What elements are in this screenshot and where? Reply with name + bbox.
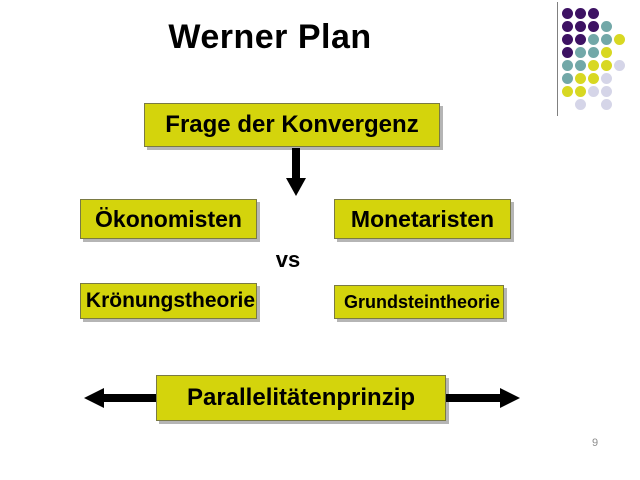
decoration-dot	[575, 21, 586, 32]
decoration-dot	[575, 47, 586, 58]
decoration-dot	[562, 21, 573, 32]
decoration-dot	[601, 34, 612, 45]
decoration-dot	[575, 8, 586, 19]
decoration-dot	[601, 73, 612, 84]
decoration-dot	[601, 86, 612, 97]
page-number: 9	[592, 437, 599, 449]
decoration-dot	[575, 73, 586, 84]
box-label: Parallelitätenprinzip	[186, 384, 416, 411]
decoration-dot	[601, 21, 612, 32]
decoration-dot	[575, 34, 586, 45]
decoration-dot	[588, 60, 599, 71]
decoration-dot	[614, 60, 625, 71]
box-label: Grundsteintheorie	[343, 291, 500, 312]
decoration-dot	[575, 86, 586, 97]
decoration-dot	[614, 34, 625, 45]
decoration-dot	[562, 34, 573, 45]
box-oekonomisten[interactable]: Ökonomisten	[80, 199, 257, 239]
decoration-dot	[601, 60, 612, 71]
arrow-down-icon	[286, 148, 306, 196]
box-grundsteintheorie[interactable]: Grundsteintheorie	[334, 285, 504, 319]
box-label: Ökonomisten	[95, 205, 242, 232]
box-label: Krönungstheorie	[85, 289, 256, 312]
decoration-dot	[588, 8, 599, 19]
box-label: Frage der Konvergenz	[165, 111, 419, 138]
box-parallelitaetenprinzip[interactable]: Parallelitätenprinzip	[156, 375, 446, 421]
decoration-dot	[562, 8, 573, 19]
box-monetaristen[interactable]: Monetaristen	[334, 199, 511, 239]
box-frage-der-konvergenz[interactable]: Frage der Konvergenz	[144, 103, 440, 147]
decoration-dot	[575, 60, 586, 71]
arrow-right-icon	[446, 388, 520, 408]
vertical-rule-divider	[557, 2, 558, 116]
decoration-dot	[588, 86, 599, 97]
decoration-dot	[588, 34, 599, 45]
decoration-dot	[562, 73, 573, 84]
decoration-dot	[588, 73, 599, 84]
box-label: Monetaristen	[350, 205, 495, 232]
page-title: Werner Plan	[168, 18, 372, 56]
dot-grid-decoration-icon	[562, 8, 640, 112]
decoration-dot	[562, 60, 573, 71]
decoration-dot	[575, 99, 586, 110]
decoration-dot	[588, 21, 599, 32]
versus-label: vs	[275, 247, 301, 272]
decoration-dot	[601, 99, 612, 110]
arrow-left-icon	[84, 388, 158, 408]
decoration-dot	[588, 47, 599, 58]
decoration-dot	[601, 47, 612, 58]
decoration-dot	[562, 86, 573, 97]
decoration-dot	[562, 47, 573, 58]
box-kroenungstheorie[interactable]: Krönungstheorie	[80, 283, 257, 319]
